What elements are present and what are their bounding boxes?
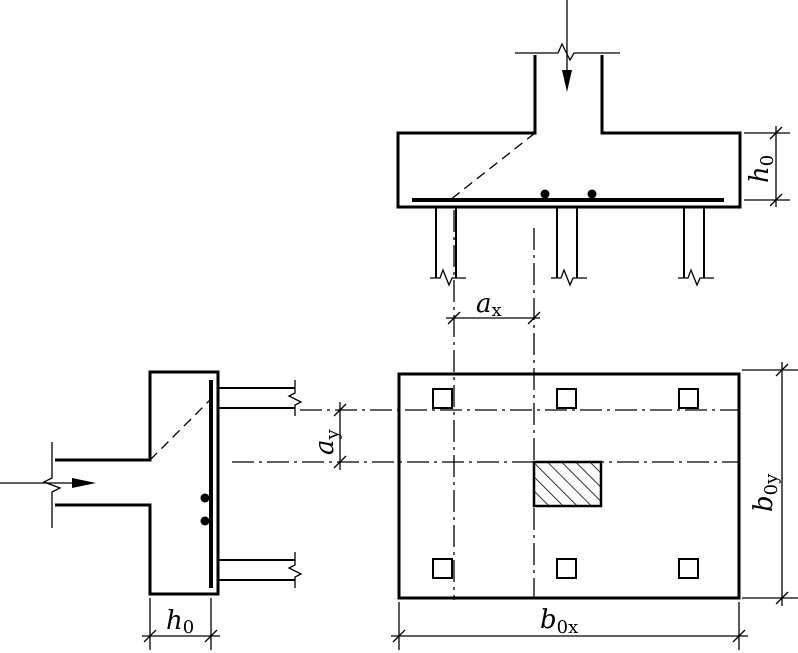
- top-punching-cone-line: [449, 132, 536, 201]
- plan-pile: [678, 388, 699, 409]
- left-pile-top: [218, 387, 295, 409]
- ax-label: ax: [476, 289, 502, 321]
- ay-tick: [333, 403, 347, 417]
- top-pile-right-break: [678, 268, 714, 287]
- ay-tick: [333, 455, 347, 469]
- top-h0-tick: [769, 193, 783, 207]
- top-pile-middle-break: [551, 268, 587, 287]
- h0-top-label: h0: [745, 155, 778, 183]
- plan-cap-outline: [397, 372, 741, 600]
- top-elevation: h0 ax: [396, 0, 790, 325]
- left-h0-tick: [143, 629, 157, 643]
- left-pile-bottom: [218, 559, 295, 581]
- top-rebar-dot: [587, 189, 597, 199]
- left-column-cap-outline: [55, 370, 220, 596]
- plan-view: b0y b0x: [391, 362, 798, 650]
- plan-pile: [432, 388, 453, 409]
- plan-pile: [556, 558, 577, 579]
- left-rebar-dot: [200, 516, 210, 526]
- plan-pile: [432, 558, 453, 579]
- plan-pile: [678, 558, 699, 579]
- b0y-tick: [775, 591, 789, 605]
- top-column-break-line: [515, 42, 620, 62]
- top-column-cap-outline: [396, 55, 742, 209]
- left-pile-bottom-break: [287, 552, 303, 588]
- left-pile-top-break: [287, 380, 303, 416]
- b0x-label: b0x: [540, 605, 578, 638]
- top-pile-right: [683, 207, 705, 278]
- top-pile-left: [435, 207, 457, 278]
- left-h0-tick: [204, 629, 218, 643]
- h0-left-label: h0: [166, 606, 194, 638]
- b0y-tick: [775, 363, 789, 377]
- left-column-break-line: [42, 442, 62, 528]
- plan-pile: [556, 388, 577, 409]
- b0x-tick: [392, 629, 406, 643]
- top-pile-middle: [556, 207, 578, 278]
- b0x-tick: [732, 629, 746, 643]
- plan-column-hatched: [532, 460, 603, 508]
- left-load-arrowhead: [72, 478, 96, 488]
- top-h0-tick: [769, 126, 783, 140]
- b0y-label: b0y: [749, 473, 782, 512]
- left-elevation: h0: [0, 370, 303, 650]
- ay-label: ay: [310, 428, 343, 455]
- left-rebar-dot: [200, 493, 210, 503]
- top-rebar-dot: [540, 189, 550, 199]
- top-pile-left-break: [430, 268, 466, 287]
- left-punching-cone-line: [149, 399, 211, 461]
- top-load-arrowhead: [562, 70, 572, 92]
